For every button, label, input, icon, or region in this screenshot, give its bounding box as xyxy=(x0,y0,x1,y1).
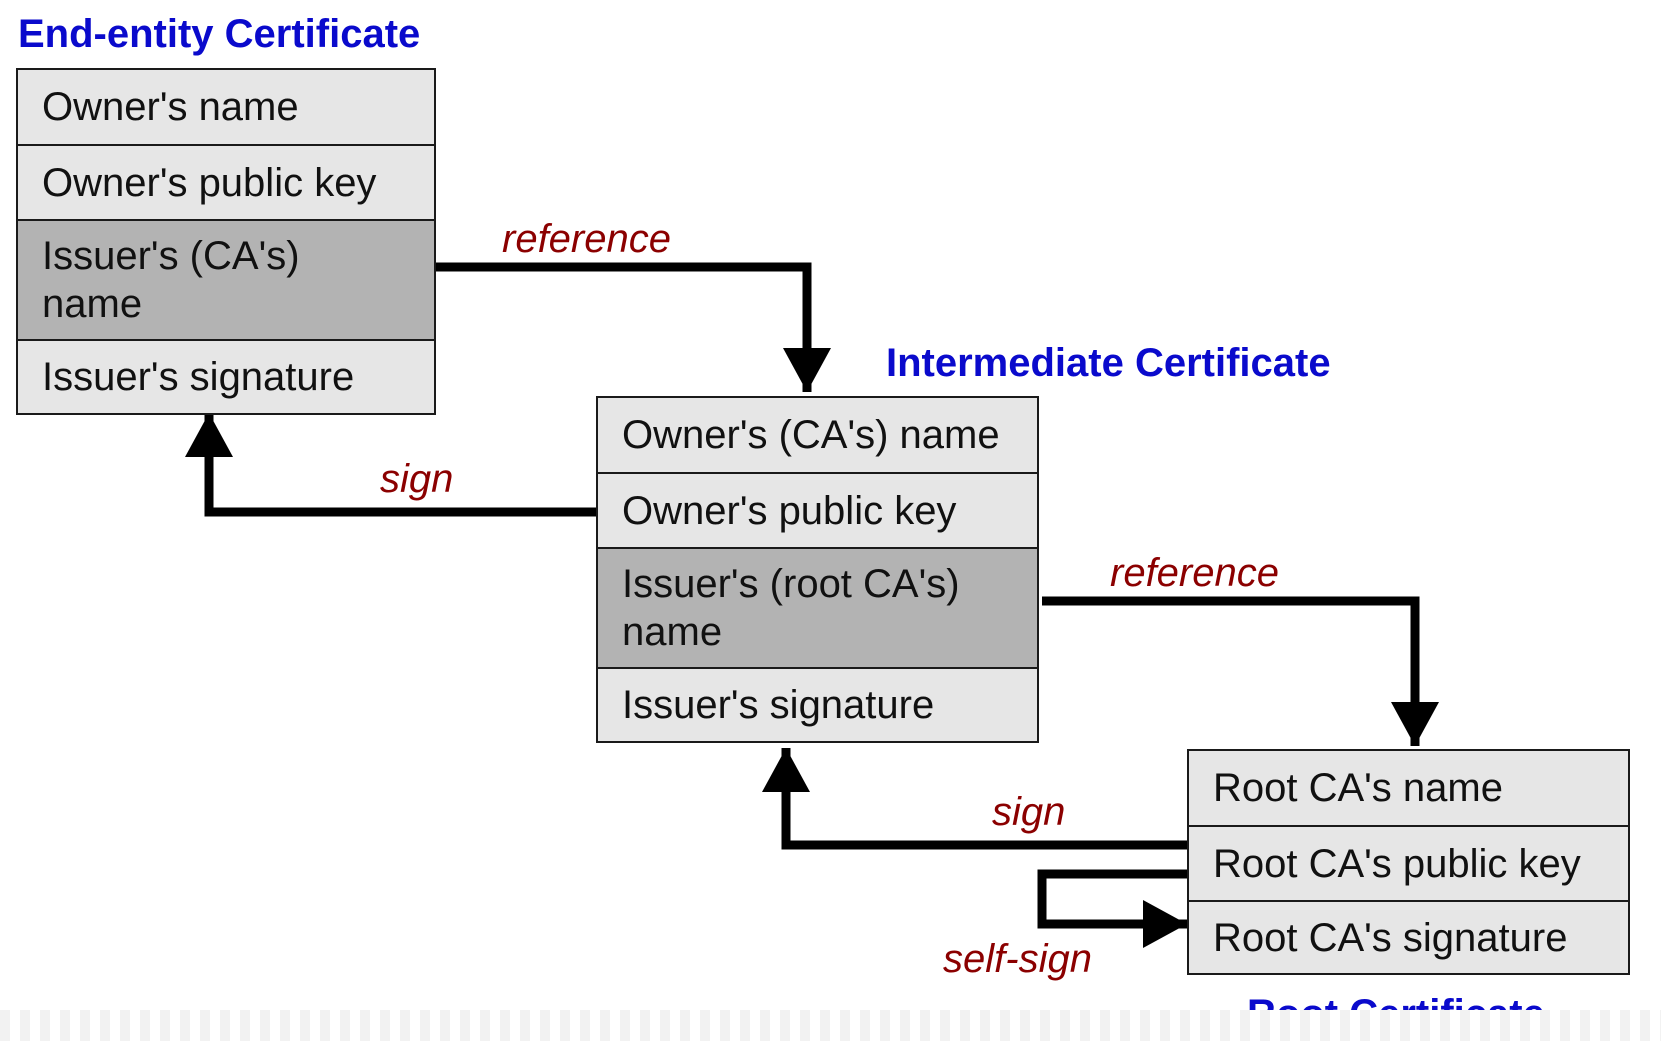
intermediate-issuer-name-label: Issuer's (root CA's) name xyxy=(622,562,960,654)
sign-arrow-2 xyxy=(762,748,1187,850)
end-entity-owner-name: Owner's name xyxy=(18,70,434,146)
reference-arrow-2 xyxy=(1042,596,1439,746)
intermediate-issuer-signature-label: Issuer's signature xyxy=(622,683,935,727)
self-sign-arrow xyxy=(1037,869,1187,948)
end-entity-issuer-signature: Issuer's signature xyxy=(18,341,434,413)
end-entity-owner-name-label: Owner's name xyxy=(42,85,299,129)
root-name-label: Root CA's name xyxy=(1213,766,1503,810)
intermediate-owner-public-key: Owner's public key xyxy=(598,474,1037,549)
root-name: Root CA's name xyxy=(1189,751,1628,827)
bottom-band xyxy=(0,1010,1661,1041)
end-entity-issuer-name-label: Issuer's (CA's) name xyxy=(42,234,300,326)
reference-label-2: reference xyxy=(1110,551,1279,595)
intermediate-issuer-signature: Issuer's signature xyxy=(598,669,1037,741)
end-entity-issuer-name: Issuer's (CA's) name xyxy=(18,221,434,341)
intermediate-issuer-name: Issuer's (root CA's) name xyxy=(598,549,1037,669)
reference-label-1: reference xyxy=(502,217,671,261)
intermediate-certificate: Owner's (CA's) name Owner's public key I… xyxy=(596,396,1039,743)
end-entity-owner-public-key-label: Owner's public key xyxy=(42,160,377,205)
intermediate-owner-name: Owner's (CA's) name xyxy=(598,398,1037,474)
intermediate-owner-name-label: Owner's (CA's) name xyxy=(622,413,1000,457)
root-signature: Root CA's signature xyxy=(1189,902,1628,973)
root-certificate: Root CA's name Root CA's public key Root… xyxy=(1187,749,1630,975)
self-sign-label: self-sign xyxy=(943,937,1092,981)
root-public-key-label: Root CA's public key xyxy=(1213,841,1581,886)
end-entity-title: End-entity Certificate xyxy=(18,12,421,56)
end-entity-issuer-signature-label: Issuer's signature xyxy=(42,355,355,399)
end-entity-owner-public-key: Owner's public key xyxy=(18,146,434,221)
sign-label-1: sign xyxy=(380,457,454,501)
end-entity-certificate: Owner's name Owner's public key Issuer's… xyxy=(16,68,436,415)
intermediate-owner-public-key-label: Owner's public key xyxy=(622,488,957,533)
root-signature-label: Root CA's signature xyxy=(1213,915,1568,960)
intermediate-title: Intermediate Certificate xyxy=(886,341,1331,385)
sign-arrow-1 xyxy=(185,413,596,517)
reference-arrow-1 xyxy=(436,262,831,392)
root-public-key: Root CA's public key xyxy=(1189,827,1628,902)
sign-label-2: sign xyxy=(992,790,1066,834)
